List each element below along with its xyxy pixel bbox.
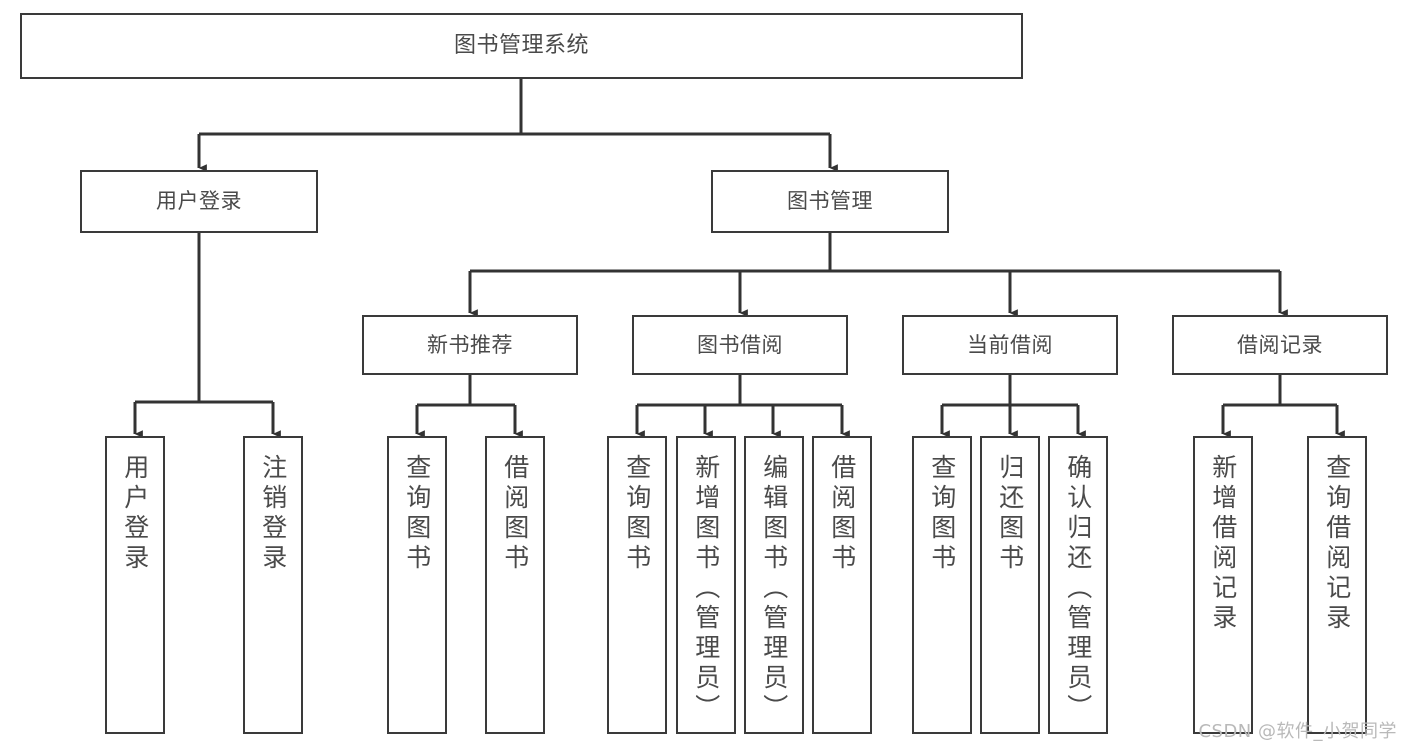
node-user-login[interactable]: 用户登录	[80, 170, 318, 233]
node-current-borrowing[interactable]: 当前借阅	[902, 315, 1118, 375]
node-label: 查询图书	[622, 454, 652, 574]
node-book-borrowing[interactable]: 图书借阅	[632, 315, 848, 375]
leaf-search-books-current[interactable]: 查询图书	[912, 436, 972, 734]
node-label: 归还图书	[995, 454, 1025, 574]
node-root-library-system[interactable]: 图书管理系统	[20, 13, 1023, 79]
leaf-search-books-new[interactable]: 查询图书	[387, 436, 447, 734]
node-label: 图书借阅	[697, 332, 783, 357]
node-label: 查询借阅记录	[1322, 454, 1352, 634]
leaf-user-login[interactable]: 用户登录	[105, 436, 165, 734]
leaf-confirm-return-admin[interactable]: 确认归还（管理员）	[1048, 436, 1108, 734]
leaf-edit-book-admin[interactable]: 编辑图书（管理员）	[744, 436, 804, 734]
node-label: 借阅记录	[1237, 332, 1323, 357]
node-label: 借阅图书	[827, 454, 857, 574]
node-label: 用户登录	[120, 454, 150, 574]
leaf-logout[interactable]: 注销登录	[243, 436, 303, 734]
leaf-borrow-books-new[interactable]: 借阅图书	[485, 436, 545, 734]
node-borrow-records[interactable]: 借阅记录	[1172, 315, 1388, 375]
node-new-book-recommendation[interactable]: 新书推荐	[362, 315, 578, 375]
node-label: 注销登录	[258, 454, 288, 574]
leaf-add-borrow-record[interactable]: 新增借阅记录	[1193, 436, 1253, 734]
leaf-return-books[interactable]: 归还图书	[980, 436, 1040, 734]
leaf-search-borrow-record[interactable]: 查询借阅记录	[1307, 436, 1367, 734]
leaf-add-book-admin[interactable]: 新增图书（管理员）	[676, 436, 736, 734]
node-label: 查询图书	[927, 454, 957, 574]
node-label: 新增图书（管理员）	[691, 454, 721, 724]
node-label: 确认归还（管理员）	[1063, 454, 1093, 724]
node-label: 图书管理	[787, 189, 873, 214]
leaf-search-books-borrow[interactable]: 查询图书	[607, 436, 667, 734]
node-book-management[interactable]: 图书管理	[711, 170, 949, 233]
node-label: 查询图书	[402, 454, 432, 574]
node-label: 图书管理系统	[453, 33, 589, 59]
node-label: 用户登录	[156, 189, 242, 214]
node-label: 编辑图书（管理员）	[759, 454, 789, 724]
watermark: CSDN @软件_小贺同学	[1198, 721, 1397, 742]
node-label: 新书推荐	[427, 332, 513, 357]
node-label: 新增借阅记录	[1208, 454, 1238, 634]
node-label: 借阅图书	[500, 454, 530, 574]
leaf-borrow-books[interactable]: 借阅图书	[812, 436, 872, 734]
node-label: 当前借阅	[967, 332, 1053, 357]
